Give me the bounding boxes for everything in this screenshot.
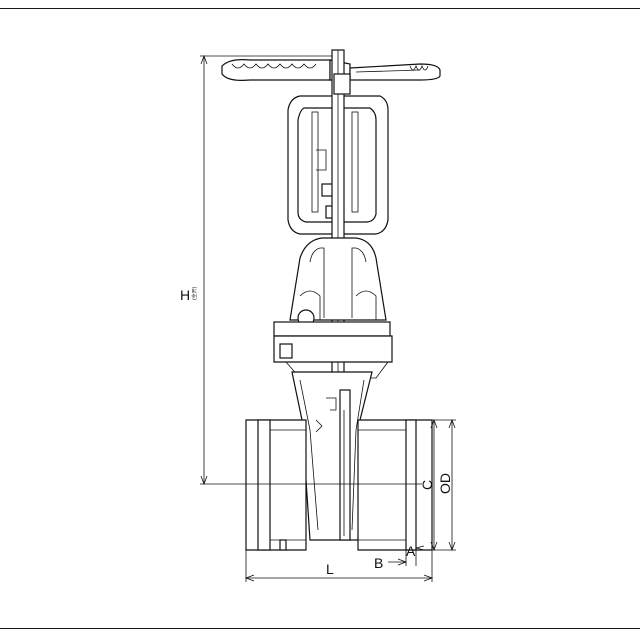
- right-grooved-end: [357, 419, 433, 551]
- dimension-a-b: [388, 545, 425, 566]
- bonnet-flange: [273, 321, 393, 379]
- bottom-border-line: [0, 628, 640, 629]
- dimension-a-label: A: [406, 543, 416, 559]
- dimension-c-label: C: [419, 480, 435, 490]
- dimension-c-od: [430, 418, 456, 552]
- top-border-line: [0, 8, 640, 9]
- dimension-h: [200, 54, 332, 486]
- dimension-l-label: L: [326, 561, 334, 577]
- dimension-h-note: (全开): [191, 286, 198, 300]
- bonnet: [289, 237, 387, 327]
- left-grooved-end: [245, 419, 307, 551]
- dimension-od-label: OD: [437, 473, 453, 494]
- dimension-l: [244, 550, 434, 582]
- dimension-b-label: B: [374, 555, 383, 571]
- dimension-h-label: H: [180, 287, 190, 303]
- handwheel: [221, 59, 441, 81]
